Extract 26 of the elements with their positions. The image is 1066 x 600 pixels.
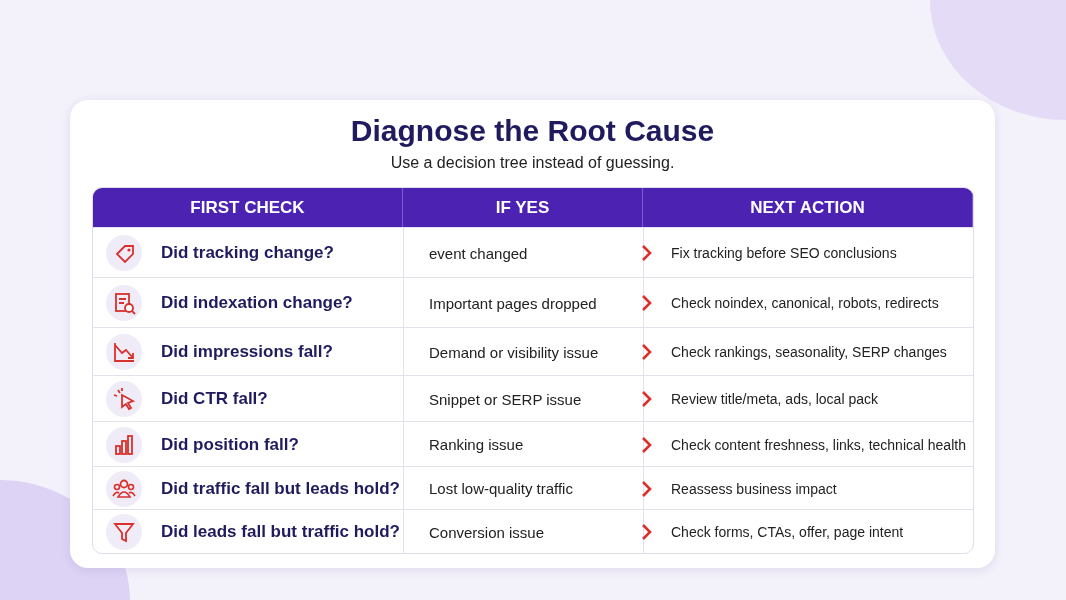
question-text: Did traffic fall but leads hold? bbox=[161, 478, 400, 499]
column-header: NEXT ACTION bbox=[643, 188, 973, 227]
result-text: Ranking issue bbox=[429, 436, 524, 453]
subtitle: Use a decision tree instead of guessing. bbox=[389, 154, 676, 172]
result-text: Snippet or SERP issue bbox=[429, 390, 582, 408]
question-text: Did indexation change? bbox=[161, 293, 353, 313]
question-text: Did CTR fall? bbox=[161, 389, 268, 409]
column-header: IF YES bbox=[403, 188, 643, 227]
action-text: Check forms, CTAs, offer, page intent bbox=[671, 524, 904, 540]
action-text: Reassess business impact bbox=[671, 480, 837, 497]
result-text: Conversion issue bbox=[429, 523, 545, 541]
question-text: Did position fall? bbox=[161, 434, 299, 455]
action-text: Check rankings, seasonality, SERP changes bbox=[671, 344, 947, 360]
question-text: Did tracking change? bbox=[161, 243, 334, 263]
question-text: Did leads fall but traffic hold? bbox=[161, 522, 400, 542]
title: Diagnose the Root Cause bbox=[349, 114, 716, 148]
result-text: Lost low-quality traffic bbox=[429, 480, 573, 497]
result-text: event changed bbox=[429, 244, 528, 262]
action-text: Check noindex, canonical, robots, redirects bbox=[671, 295, 939, 311]
column-header: FIRST CHECK bbox=[93, 188, 403, 227]
action-text: Check content freshness, links, technical health bbox=[671, 436, 966, 453]
action-text: Review title/meta, ads, local pack bbox=[671, 391, 878, 407]
action-text: Fix tracking before SEO conclusions bbox=[671, 245, 897, 261]
result-text: Demand or visibility issue bbox=[429, 343, 599, 361]
result-text: Important pages dropped bbox=[429, 294, 597, 312]
question-text: Did impressions fall? bbox=[161, 342, 333, 362]
